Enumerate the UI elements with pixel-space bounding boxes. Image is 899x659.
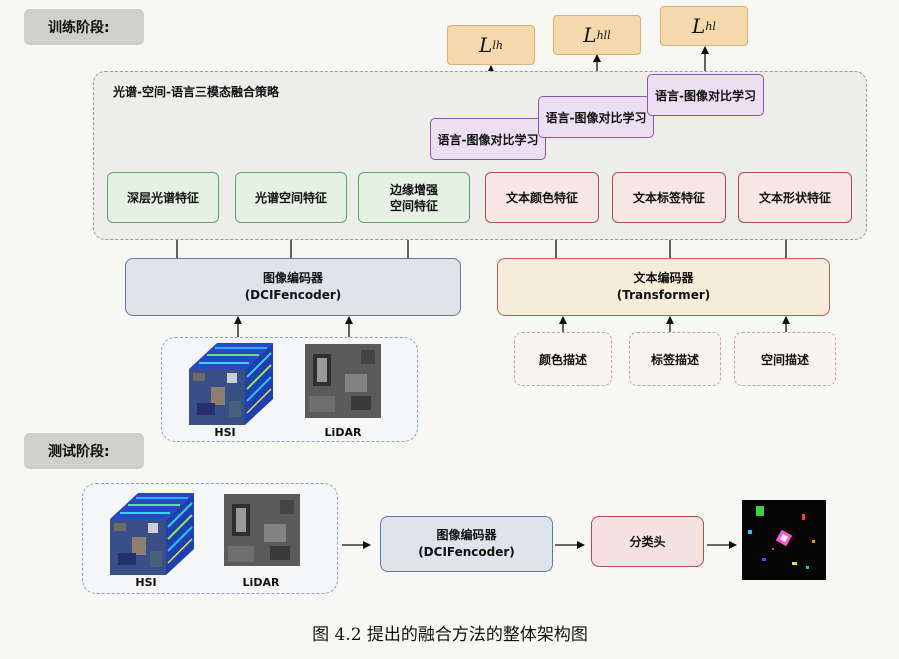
- color-description-label: 颜色描述: [538, 352, 587, 367]
- image-encoder-name: 图像编码器: [262, 271, 323, 285]
- deep-spectral-feature-label: 深层光谱特征: [126, 190, 199, 205]
- loss-hl-subscript: hl: [705, 19, 716, 33]
- spectral-spatial-feature-box: 光谱空间特征: [235, 172, 347, 223]
- test-stage-text: 测试阶段:: [48, 444, 110, 460]
- loss-lh-subscript: lh: [492, 38, 503, 52]
- hsi-cube-image: [189, 343, 273, 425]
- test-lidar-label: LiDAR: [242, 576, 280, 589]
- classification-map-image: [742, 500, 826, 580]
- figure-caption: 图 4.2 提出的融合方法的整体架构图: [312, 625, 588, 645]
- text-shape-feature-box: 文本形状特征: [738, 172, 852, 223]
- text-shape-feature-label: 文本形状特征: [758, 191, 831, 205]
- label-description-label: 标签描述: [650, 352, 699, 367]
- spatial-feature-label: 空间特征: [389, 198, 438, 213]
- deep-spectral-feature-box: 深层光谱特征: [107, 172, 219, 223]
- color-description-box: 颜色描述: [514, 332, 612, 386]
- test-lidar-image: [224, 494, 300, 566]
- loss-lh-symbol: L: [479, 33, 493, 57]
- text-encoder-model: (Transformer): [616, 288, 711, 302]
- lidar-label: LiDAR: [324, 426, 362, 439]
- test-hsi-cube-image: [110, 493, 194, 575]
- hsi-label: HSI: [214, 426, 236, 439]
- loss-hll-subscript: hll: [596, 28, 611, 42]
- image-encoder-box: 图像编码器 (DCIFencoder): [125, 258, 461, 316]
- test-hsi-label: HSI: [135, 576, 157, 589]
- contrast-learning-box-2: 语言-图像对比学习: [538, 96, 654, 138]
- edge-enhanced-spatial-feature-box: 边缘增强 空间特征: [358, 172, 470, 223]
- classification-head-label: 分类头: [629, 535, 666, 549]
- edge-enhanced-label: 边缘增强: [389, 182, 438, 197]
- contrast-learning-label-2: 语言-图像对比学习: [545, 110, 647, 125]
- text-color-feature-label: 文本颜色特征: [505, 191, 578, 205]
- spatial-description-box: 空间描述: [734, 332, 836, 386]
- classification-head-box: 分类头: [591, 516, 704, 567]
- train-stage-text: 训练阶段:: [48, 20, 110, 36]
- text-label-feature-box: 文本标签特征: [612, 172, 726, 223]
- text-encoder-name: 文本编码器: [633, 271, 694, 285]
- test-image-encoder-name: 图像编码器: [436, 528, 497, 542]
- contrast-learning-box-1: 语言-图像对比学习: [430, 118, 546, 160]
- contrast-learning-box-3: 语言-图像对比学习: [647, 74, 764, 116]
- test-image-encoder-model: (DCIFencoder): [418, 545, 515, 559]
- test-stage-label: 测试阶段:: [24, 433, 144, 469]
- lidar-image: [305, 344, 381, 418]
- spatial-description-label: 空间描述: [760, 352, 809, 367]
- contrast-learning-label-3: 语言-图像对比学习: [655, 88, 756, 103]
- test-image-encoder-box: 图像编码器 (DCIFencoder): [380, 516, 553, 572]
- fusion-strategy-title: 光谱-空间-语言三模态融合策略: [113, 85, 279, 99]
- image-encoder-model: (DCIFencoder): [244, 288, 342, 302]
- contrast-learning-label-1: 语言-图像对比学习: [437, 132, 539, 147]
- label-description-box: 标签描述: [629, 332, 721, 386]
- loss-hll-symbol: L: [583, 23, 597, 47]
- train-stage-label: 训练阶段:: [24, 9, 144, 45]
- loss-hl-symbol: L: [692, 14, 706, 38]
- spectral-spatial-feature-label: 光谱空间特征: [254, 190, 327, 205]
- text-label-feature-label: 文本标签特征: [632, 191, 705, 205]
- text-encoder-box: 文本编码器 (Transformer): [497, 258, 830, 316]
- text-color-feature-box: 文本颜色特征: [485, 172, 599, 223]
